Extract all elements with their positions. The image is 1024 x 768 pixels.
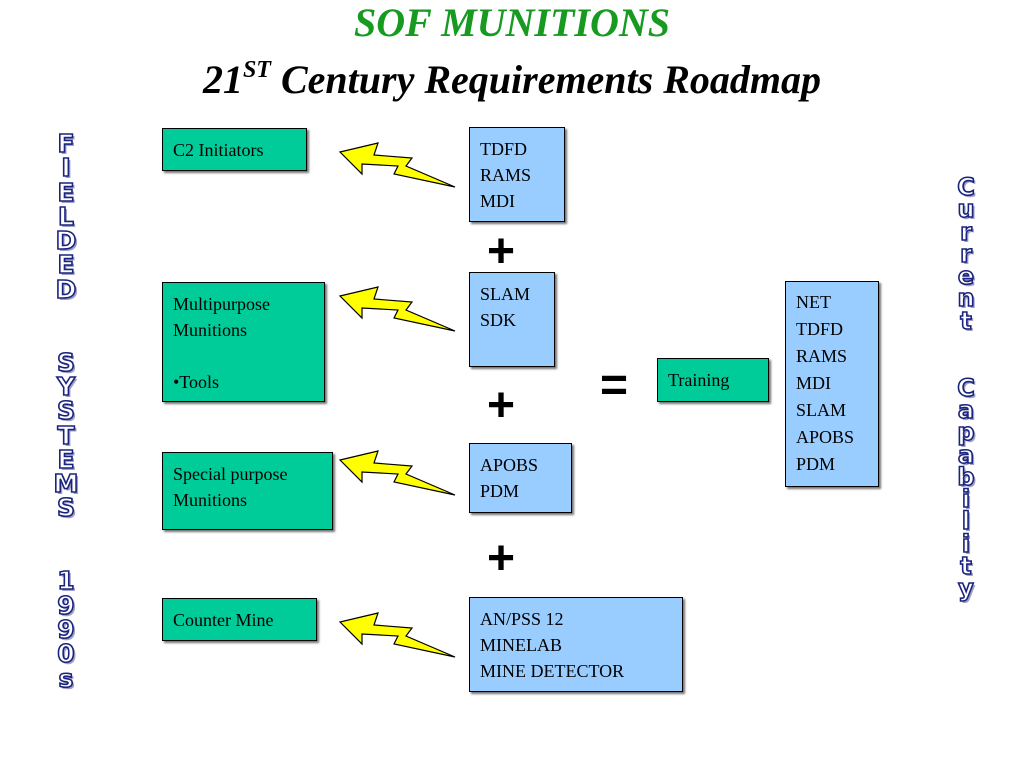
left-vertical-label: F I E L D E D S Y S T E M S 1 9 9 0 s (40, 129, 92, 693)
box-line: AN/PSS 12 (480, 609, 564, 629)
box-line: Special purpose (173, 464, 288, 484)
lightning-bolt-icon (338, 286, 456, 332)
right-vertical-char: p (957, 418, 976, 447)
capability-box: NET TDFD RAMS MDI SLAM APOBS PDM (785, 281, 879, 487)
box-line: •Tools (173, 372, 220, 392)
right-vertical-char: r (959, 217, 972, 246)
left-vertical-char: F (57, 129, 76, 158)
subtitle-sup: ST (242, 57, 271, 83)
right-vertical-char: t (959, 306, 972, 335)
box-line: PDM (796, 454, 836, 474)
right-vertical-char: a (957, 395, 975, 424)
right-vertical-char: i (961, 529, 971, 558)
equals-sign: = (600, 359, 629, 412)
left-vertical-char: 0 (56, 639, 75, 669)
box-line: Counter Mine (173, 610, 274, 630)
training-box: Training (657, 358, 769, 402)
system-box-tdfd-rams-mdi: TDFD RAMS MDI (469, 127, 565, 222)
left-vertical-char: E (57, 250, 76, 280)
box-line: TDFD (796, 319, 844, 339)
right-vertical-char: e (957, 262, 975, 291)
box-line: PDM (480, 481, 520, 501)
lightning-bolt-icon (338, 612, 456, 658)
subtitle: 21ST Century Requirements Roadmap (0, 55, 1024, 105)
left-vertical-char: L (57, 201, 75, 231)
left-vertical-char: S (56, 347, 76, 377)
system-box-slam-sdk: SLAM SDK (469, 272, 555, 367)
box-line: Multipurpose (173, 294, 270, 314)
category-box-special-purpose-munitions: Special purpose Munitions (162, 452, 333, 530)
right-vertical-label: C u r r e n t C a p a b i l i t y (940, 173, 992, 603)
category-box-c2-initiators: C2 Initiators (162, 128, 307, 171)
box-line: SLAM (796, 400, 847, 420)
left-vertical-char: Y (56, 371, 76, 401)
lightning-bolt-icon (338, 142, 456, 188)
box-line: RAMS (796, 346, 848, 366)
box-line: SLAM (480, 284, 531, 304)
box-line: Munitions (173, 490, 248, 510)
box-line: MINELAB (480, 635, 562, 655)
category-box-multipurpose-munitions: Multipurpose Munitions •Tools (162, 282, 325, 402)
right-vertical-char: u (957, 195, 976, 224)
system-box-counter-mine: AN/PSS 12 MINELAB MINE DETECTOR (469, 597, 683, 692)
box-line: Munitions (173, 320, 248, 340)
subtitle-prefix: 21 (202, 57, 243, 102)
box-line: Training (668, 370, 730, 390)
box-line: SDK (480, 310, 517, 330)
left-vertical-char: E (57, 444, 76, 474)
right-vertical-char: r (959, 239, 972, 268)
right-vertical-char: i (961, 485, 971, 514)
left-vertical-char: D (55, 226, 77, 256)
right-vertical-char: l (961, 507, 971, 536)
left-vertical-char: s (58, 663, 74, 693)
right-vertical-char: C (956, 173, 975, 201)
box-line: MDI (796, 373, 831, 393)
left-vertical-char: S (56, 493, 76, 523)
left-vertical-char: 1 (56, 566, 75, 596)
plus-sign: + (487, 532, 516, 585)
box-line: APOBS (796, 427, 855, 447)
plus-sign: + (487, 225, 516, 278)
lightning-bolt-icon (338, 450, 456, 496)
right-vertical-char: y (957, 574, 974, 603)
left-vertical-char: 9 (56, 614, 75, 644)
right-vertical-char: a (957, 440, 975, 469)
left-vertical-char: 9 (56, 590, 75, 620)
box-line: RAMS (480, 165, 532, 185)
left-vertical-char: D (55, 274, 77, 304)
right-vertical-char: b (957, 462, 976, 491)
left-vertical-char: I (61, 153, 72, 183)
subtitle-suffix: Century Requirements Roadmap (270, 57, 822, 102)
box-line: NET (796, 292, 831, 312)
title: SOF MUNITIONS (353, 0, 670, 45)
category-box-counter-mine: Counter Mine (162, 598, 317, 641)
box-line: TDFD (480, 139, 528, 159)
box-line: C2 Initiators (173, 140, 264, 160)
plus-sign: + (487, 379, 516, 432)
box-line (173, 343, 314, 369)
right-vertical-char: t (959, 552, 972, 581)
system-box-apobs-pdm: APOBS PDM (469, 443, 572, 513)
left-vertical-char: M (53, 469, 79, 499)
box-line: APOBS (480, 455, 539, 475)
right-vertical-char: C (956, 373, 975, 402)
left-vertical-char: E (57, 177, 76, 207)
box-line: MDI (480, 191, 515, 211)
left-vertical-char: S (56, 396, 76, 426)
right-vertical-char: n (957, 284, 976, 313)
left-vertical-char: T (57, 420, 76, 450)
box-line: MINE DETECTOR (480, 661, 625, 681)
